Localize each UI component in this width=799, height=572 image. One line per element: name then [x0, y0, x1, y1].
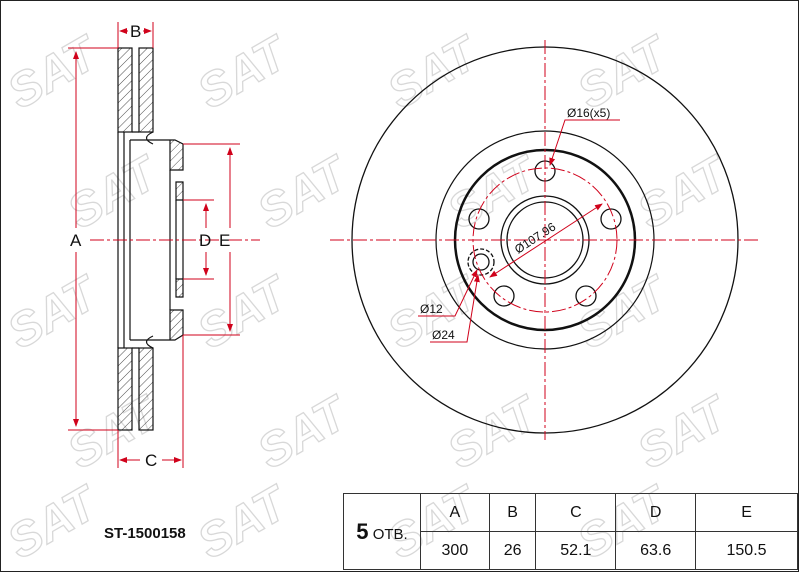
dimension-table: 5 ОТВ. A B C D E 300 26 52.1 63.6 150.5: [343, 493, 798, 570]
header-e: E: [695, 493, 798, 532]
watermark-logo: SAT: [249, 386, 359, 480]
watermark-logo: SAT: [0, 266, 109, 360]
holes-count-cell: 5 ОТВ.: [343, 493, 421, 570]
value-c: 52.1: [535, 531, 617, 570]
label-d: D: [199, 231, 211, 250]
value-e: 150.5: [695, 531, 798, 570]
watermark-logo: SAT: [189, 26, 299, 120]
watermark-logo: SAT: [249, 146, 359, 240]
pcd-annotation: Ø107.96: [512, 220, 559, 257]
header-c: C: [535, 493, 617, 532]
watermark-logo: SAT: [629, 386, 739, 480]
header-b: B: [488, 493, 537, 532]
watermark-logo: SAT: [0, 476, 109, 570]
holes-count: 5: [356, 518, 369, 544]
disc-side-profile: [117, 47, 184, 431]
watermark-logo: SAT: [0, 26, 109, 120]
bolt-hole-annotation: Ø16(x5): [567, 106, 610, 120]
countersink-annotation: Ø24: [432, 328, 455, 342]
side-dimensions: [68, 22, 260, 468]
part-number: ST-1500158: [104, 525, 186, 542]
label-b: B: [130, 22, 141, 41]
label-c: C: [145, 451, 157, 470]
value-d: 63.6: [615, 531, 697, 570]
watermark-logo: SAT: [379, 26, 489, 120]
watermark-logo: SAT: [189, 476, 299, 570]
watermark-logo: SAT: [629, 146, 739, 240]
front-centerlines: [330, 40, 760, 440]
header-d: D: [615, 493, 697, 532]
watermark-logo: SAT: [569, 266, 679, 360]
header-a: A: [420, 493, 490, 532]
value-b: 26: [488, 531, 537, 570]
label-e: E: [219, 231, 230, 250]
label-a: A: [70, 231, 82, 250]
holes-label: ОТВ.: [372, 525, 408, 543]
watermark-logo: SAT: [189, 266, 299, 360]
pin-hole-annotation: Ø12: [420, 302, 443, 316]
value-a: 300: [420, 531, 490, 570]
watermark-logo: SAT: [59, 146, 169, 240]
